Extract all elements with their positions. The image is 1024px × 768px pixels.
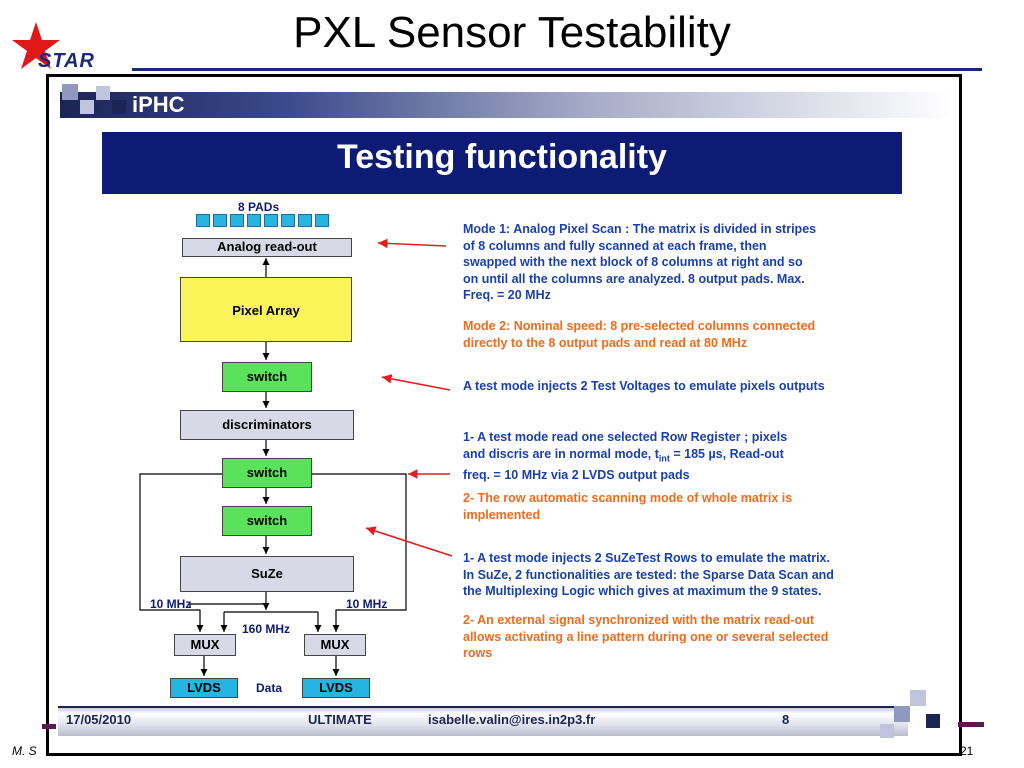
mode2-line: Mode 2: Nominal speed: 8 pre-selected co… <box>463 319 816 333</box>
deco-square <box>80 100 94 114</box>
switch-box-2: switch <box>222 458 312 488</box>
pad <box>196 214 210 227</box>
pad <box>213 214 227 227</box>
mode1-line: swapped with the next block of 8 columns… <box>463 255 803 269</box>
deco-square <box>62 84 78 100</box>
freq-mid-label: 160 MHz <box>242 622 291 636</box>
star-logo-text: STAR <box>38 50 95 72</box>
row-auto-line: implemented <box>463 507 541 522</box>
slide-title: PXL Sensor Testability <box>293 8 731 57</box>
pad <box>298 214 312 227</box>
data-label: Data <box>256 681 283 695</box>
freq-right-label: 10 MHz <box>346 597 388 611</box>
deco-square <box>894 706 910 722</box>
suze-test-line: 1- A test mode injects 2 SuZeTest Rows t… <box>463 551 830 565</box>
embedded-footer-bar <box>58 706 908 736</box>
external-signal-text: 2- An external signal synchronized with … <box>463 612 828 662</box>
row-auto-text: 2- The row automatic scanning mode of wh… <box>463 490 792 523</box>
row-register-text: 1- A test mode read one selected Row Reg… <box>463 429 787 483</box>
pads-row <box>196 214 329 227</box>
pixel-array-box: Pixel Array <box>180 277 352 342</box>
suze-box: SuZe <box>180 556 354 592</box>
mode1-line: on until all the columns are analyzed. 8… <box>463 271 805 286</box>
external-signal-line: allows activating a line pattern during … <box>463 629 829 644</box>
analog-readout-box: Analog read-out <box>182 238 352 257</box>
external-signal-line: rows <box>463 646 493 660</box>
row-register-line-2: and discris are in normal mode, tint = 1… <box>463 446 787 467</box>
external-signal-line: 2- An external signal synchronized with … <box>463 613 814 627</box>
footer-page: 8 <box>782 712 790 727</box>
pad <box>230 214 244 227</box>
mux-box-right: MUX <box>304 634 366 656</box>
discriminators-box: discriminators <box>180 410 354 440</box>
header-rule <box>132 68 982 71</box>
mode2-text: Mode 2: Nominal speed: 8 pre-selected co… <box>463 318 815 351</box>
pad <box>247 214 261 227</box>
deco-square <box>880 724 894 738</box>
row-auto-line: 2- The row automatic scanning mode of wh… <box>463 491 793 505</box>
row-register-line: 1- A test mode read one selected Row Reg… <box>463 430 788 444</box>
author-text: M. S <box>12 744 37 758</box>
suze-test-line: the Multiplexing Logic which gives at ma… <box>463 584 822 598</box>
pad <box>281 214 295 227</box>
footer-email: isabelle.valin@ires.in2p3.fr <box>428 712 596 727</box>
suze-test-line: In SuZe, 2 functionalities are tested: t… <box>463 567 834 582</box>
star-logo-icon <box>12 22 60 69</box>
row-register-line-2a: and discris are in normal mode, t <box>463 446 659 461</box>
switch-box-3: switch <box>222 506 312 536</box>
bottom-rule-left <box>42 724 56 729</box>
bottom-rule-right <box>958 722 984 727</box>
deco-square <box>910 690 926 706</box>
lvds-box-right: LVDS <box>302 678 370 698</box>
pads-label: 8 PADs <box>238 200 280 214</box>
iphc-logo-text: iPHC <box>132 92 185 117</box>
iphc-header-bar <box>60 92 952 118</box>
lvds-box-left: LVDS <box>170 678 238 698</box>
row-register-subscript: int <box>658 453 670 463</box>
row-register-line: freq. = 10 MHz via 2 LVDS output pads <box>463 467 690 482</box>
footer-date: 17/05/2010 <box>66 712 132 727</box>
embedded-heading: Testing functionality <box>337 138 667 176</box>
mode1-text: Mode 1: Analog Pixel Scan : The matrix i… <box>463 221 816 304</box>
mode1-line: of 8 columns and fully scanned at each f… <box>463 238 767 253</box>
mode2-line: directly to the 8 output pads and read a… <box>463 335 748 350</box>
test-voltages-text: A test mode injects 2 Test Voltages to e… <box>463 379 825 393</box>
footer-project: ULTIMATE <box>308 712 372 727</box>
switch-box-1: switch <box>222 362 312 392</box>
deco-square <box>96 86 110 100</box>
deco-square <box>926 714 940 728</box>
row-register-line-2b: = 185 µs, Read-out <box>669 446 784 461</box>
slide-page-number: 21 <box>960 744 974 758</box>
pad <box>315 214 329 227</box>
mode1-line: Freq. = 20 MHz <box>463 288 551 302</box>
heading-band <box>102 132 902 194</box>
suze-test-text: 1- A test mode injects 2 SuZeTest Rows t… <box>463 550 834 600</box>
freq-left-label: 10 MHz <box>150 597 192 611</box>
mode1-line: Mode 1: Analog Pixel Scan : The matrix i… <box>463 222 817 236</box>
deco-square <box>112 100 126 114</box>
pad <box>264 214 278 227</box>
mux-box-left: MUX <box>174 634 236 656</box>
